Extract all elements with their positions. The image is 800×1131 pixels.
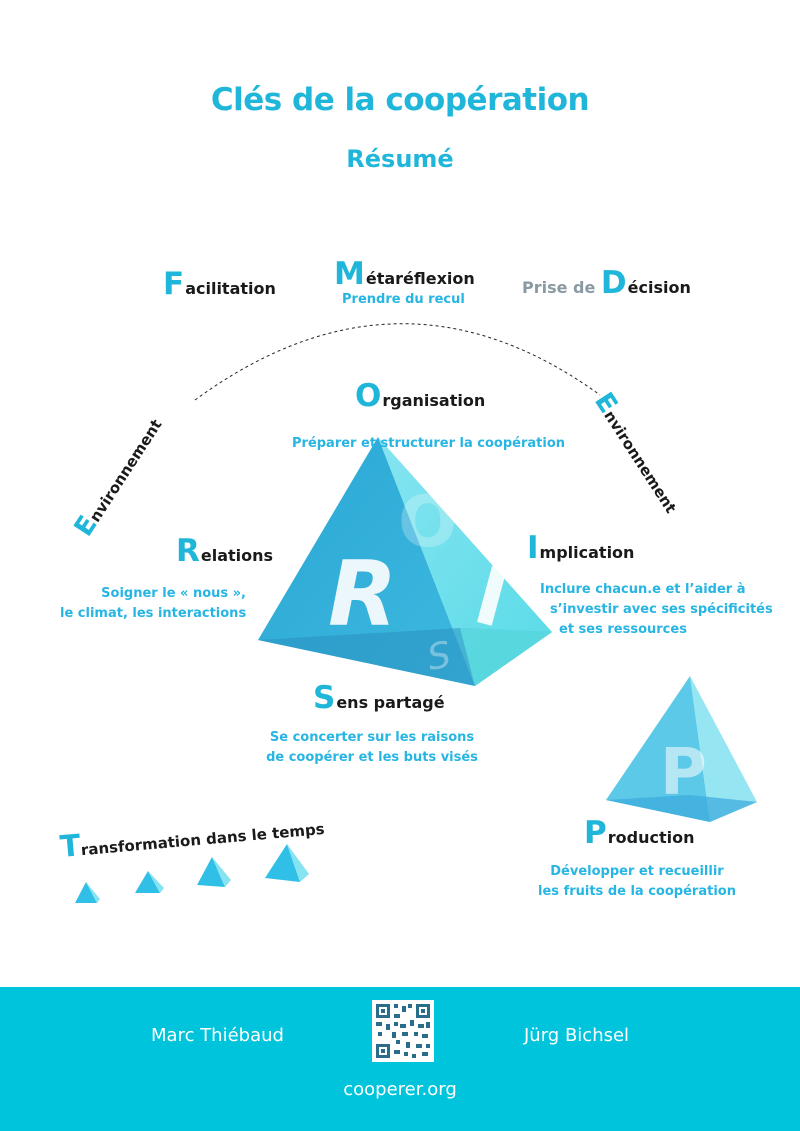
pyramid-letter-p: P: [660, 736, 707, 810]
key-production: Production: [584, 815, 695, 851]
transformation-pyramids: [75, 844, 309, 903]
key-sens-partage: Sens partagé: [313, 680, 445, 716]
key-organisation: Organisation: [355, 378, 486, 414]
qr-code-pattern: [376, 1004, 430, 1058]
pyramid-letter-r: R: [328, 542, 397, 647]
key-metareflexion: Métaréflexion: [334, 256, 475, 292]
pyramid-face-left: [258, 437, 475, 686]
environnement-left: Environnement: [69, 411, 168, 542]
pyramid-face-right: [378, 437, 552, 686]
author-left: Marc Thiébaud: [151, 1025, 284, 1046]
footer: Marc Thiébaud Jürg Bichsel cooper: [0, 987, 800, 1131]
page-subtitle: Résumé: [346, 145, 454, 173]
page-title: Clés de la coopération: [210, 82, 590, 118]
organisation-desc: Préparer et structurer la coopération: [292, 436, 565, 451]
environnement-right: Environnement: [588, 387, 687, 518]
pyramid-letter-o: O: [398, 481, 458, 563]
metareflexion-desc: Prendre du recul: [342, 292, 465, 307]
key-relations: Relations: [176, 533, 274, 569]
qr-code-icon[interactable]: [372, 1000, 434, 1062]
author-right: Jürg Bichsel: [524, 1025, 630, 1046]
relations-desc: Soigner le « nous », le climat, les inte…: [60, 586, 247, 621]
production-pyramid: P: [606, 676, 757, 822]
website-link[interactable]: cooperer.org: [343, 1079, 457, 1100]
production-desc: Développer et recueillir les fruits de l…: [538, 864, 736, 899]
implication-desc: Inclure chacun.e et l’aider à s’investir…: [540, 582, 773, 637]
oris-pyramid: O R I S: [258, 437, 552, 686]
sens-desc: Se concerter sur les raisons de coopérer…: [266, 730, 478, 765]
dashed-arc: [194, 323, 601, 401]
key-implication: Implication: [527, 530, 635, 566]
pyramid-face-bottom-right: [460, 628, 552, 686]
key-decision: Prise de Décision: [522, 265, 691, 301]
key-facilitation: Facilitation: [163, 266, 276, 302]
